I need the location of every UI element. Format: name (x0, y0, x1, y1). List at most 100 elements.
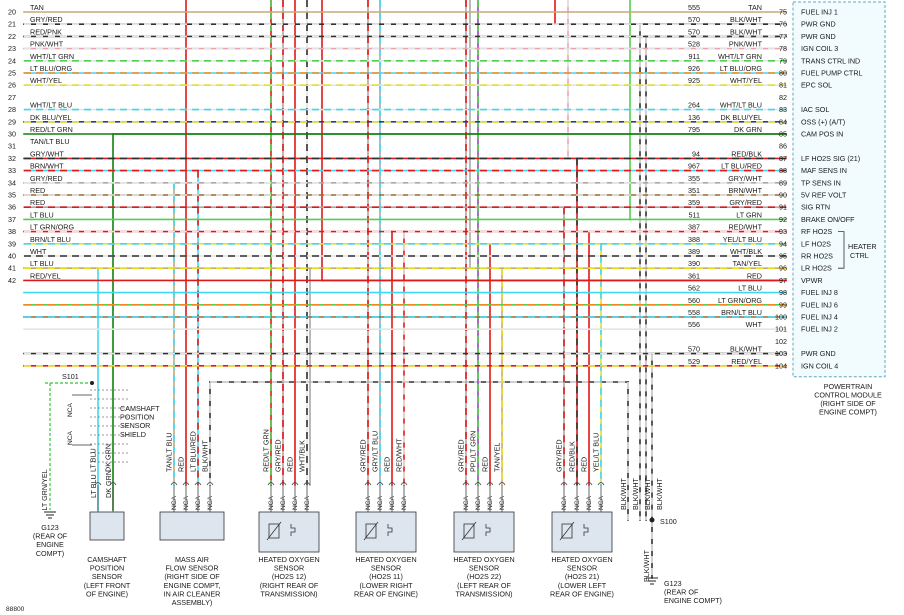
right-wire-label-89: GRY/WHT (728, 174, 762, 183)
pcm-pin-98: 98 (779, 288, 787, 297)
ground-caption: ENGINE (36, 540, 64, 549)
pcm-caption-2: (RIGHT SIDE OF (820, 399, 876, 408)
left-wire-label-30: RED/LT GRN (30, 125, 73, 134)
pcm-function-97: VPWR (801, 276, 823, 285)
sensor-wire-label: TAN/YEL (493, 443, 502, 472)
nca-label: NCA (268, 495, 275, 510)
circuit-number-84: 136 (688, 113, 700, 122)
heater-element-icon (387, 524, 393, 536)
sensor-caption: (LEFT FRONT (84, 581, 131, 590)
sensor-caption: (LOWER RIGHT (359, 581, 413, 590)
circuit-number-85: 795 (688, 125, 700, 134)
s100-down-label: BLK/WHT (642, 549, 651, 582)
pcm-pin-89: 89 (779, 178, 787, 187)
left-wire-label-29: DK BLU/YEL (30, 113, 72, 122)
nca-label: NCA (499, 495, 506, 510)
sensor-caption: MASS AIR (175, 555, 209, 564)
sensor-caption: REAR OF ENGINE) (354, 589, 418, 598)
sensor-wire-label: YEL/LT BLU (592, 433, 601, 472)
pcm-function-103: PWR GND (801, 349, 836, 358)
right-wire-label-90: BRN/WHT (728, 186, 762, 195)
ground-caption: (REAR OF (33, 532, 68, 541)
ground-symbol-icon (44, 511, 56, 519)
pcm-pin-103: 103 (775, 349, 787, 358)
left-wire-label-36: RED (30, 198, 45, 207)
pcm-function-96: LR HO2S (801, 264, 832, 273)
sensor-caption: SENSOR (371, 564, 401, 573)
sensor-wire-label: RED/WHT (395, 438, 404, 472)
right-wire-label-96: TAN/YEL (733, 259, 762, 268)
heater-element-icon (583, 524, 589, 536)
sensor-caption: ASSEMBLY) (172, 598, 213, 607)
right-wire-label-81: WHT/YEL (730, 76, 762, 85)
ground-wire-label: BLK/WHT (631, 477, 640, 510)
circuit-number-83: 264 (688, 101, 700, 110)
pcm-pin-87: 87 (779, 154, 787, 163)
sensor-caption: (LOWER LEFT (558, 581, 607, 590)
left-pin-39: 39 (8, 239, 16, 248)
sensor-caption: (HO2S 21) (565, 572, 599, 581)
variable-resistor-icon (559, 521, 575, 541)
right-wire-label-84: DK BLU/YEL (720, 113, 762, 122)
sensor-wire-label: WHT/BLK (298, 440, 307, 472)
shield-caption: SHIELD (120, 430, 146, 439)
pcm-pin-100: 100 (775, 313, 787, 322)
sensor-caption: CAMSHAFT (87, 555, 127, 564)
sensor-caption: POSITION (90, 564, 124, 573)
nca-label: NCA (574, 495, 581, 510)
pcm-pin-88: 88 (779, 166, 787, 175)
left-pin-37: 37 (8, 215, 16, 224)
connector-terminal (597, 482, 605, 486)
pcm-pin-92: 92 (779, 215, 787, 224)
connector-terminal (206, 482, 214, 486)
heater-element-icon (290, 524, 296, 536)
left-pin-29: 29 (8, 117, 16, 126)
pcm-pin-97: 97 (779, 276, 787, 285)
sensor-body (551, 511, 613, 553)
circuit-number-95: 389 (688, 247, 700, 256)
connector-terminal (388, 482, 396, 486)
nca-label: NCA (365, 495, 372, 510)
splice-s101: S101NCANCACAMSHAFTPOSITIONSENSORSHIELDLT… (40, 372, 160, 511)
nca-label: NCA (207, 495, 214, 510)
left-pin-28: 28 (8, 105, 16, 114)
sensor-caption: SENSOR (567, 564, 597, 573)
pcm-pin-91: 91 (779, 203, 787, 212)
pcm-function-83: IAC SOL (801, 105, 829, 114)
pcm-pin-86: 86 (779, 142, 787, 151)
left-wire-label-20: TAN (30, 3, 44, 12)
ground-symbol-icon (646, 577, 658, 585)
circuit-number-97: 361 (688, 271, 700, 280)
right-wire-label-103: BLK/WHT (730, 345, 763, 354)
right-wire-label-91: GRY/RED (729, 198, 762, 207)
circuit-number-78: 528 (688, 40, 700, 49)
ground-caption: G123 (664, 579, 682, 588)
pcm-function-78: IGN COIL 3 (801, 44, 838, 53)
connector-terminal (170, 482, 178, 486)
heater-ctrl-label: HEATER (848, 242, 877, 251)
left-wire-label-31: TAN/LT BLU (30, 137, 70, 146)
left-wire-label-23: PNK/WHT (30, 40, 64, 49)
ground-caption: G123 (41, 523, 59, 532)
pcm-function-88: MAF SENS IN (801, 166, 847, 175)
sensor-wire-label: GRY/RED (457, 439, 466, 472)
pcm-function-81: EPC SOL (801, 81, 832, 90)
left-wire-label-32: GRY/WHT (30, 149, 64, 158)
left-wire-label-24: WHT/LT GRN (30, 52, 74, 61)
sensor-wire-label: RED (177, 457, 186, 472)
splice-s100-label: S100 (660, 517, 677, 526)
pcm-function-79: TRANS CTRL IND (801, 56, 860, 65)
connector-terminal (94, 482, 102, 486)
nca-label: NCA (377, 495, 384, 510)
sensor-body (159, 511, 225, 541)
right-wire-label-97: RED (747, 271, 762, 280)
pcm-function-90: 5V REF VOLT (801, 191, 847, 200)
pcm-function-80: FUEL PUMP CTRL (801, 69, 863, 78)
circuit-number-87: 94 (692, 149, 700, 158)
